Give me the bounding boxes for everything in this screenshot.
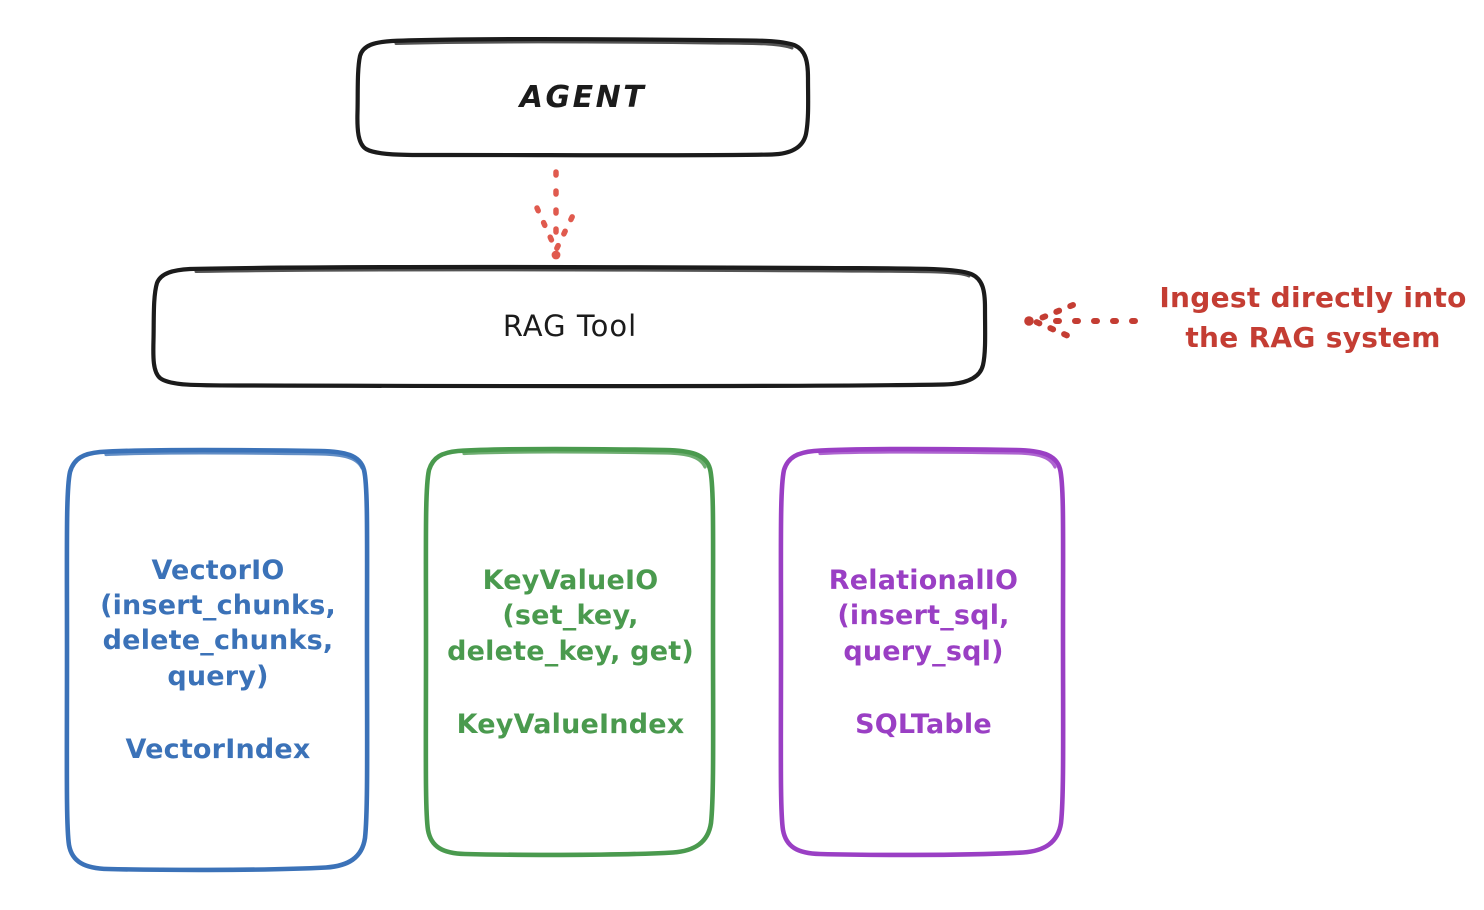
keyvalue-store-index-label: KeyValueIndex (456, 708, 685, 740)
agent-node-label: AGENT (519, 80, 647, 115)
relational-store-index-label: SQLTable (855, 708, 992, 740)
relational-store-label: RelationalIO (insert_sql, query_sql) SQL… (783, 450, 1064, 855)
relational-store-api-label: RelationalIO (insert_sql, query_sql) (828, 565, 1019, 667)
vector-store-label: VectorIO (insert_chunks, delete_chunks, … (68, 450, 368, 870)
ragtool-node-label: RAG Tool (502, 308, 638, 343)
keyvalue-store-api-label: KeyValueIO (set_key, delete_key, get) (447, 565, 694, 667)
keyvalue-store-label: KeyValueIO (set_key, delete_key, get) Ke… (428, 450, 713, 855)
agent-to-ragtool-arrow (534, 169, 580, 260)
vector-store-index-label: VectorIndex (125, 733, 311, 765)
ingest-annotation-text: Ingest directly into the RAG system (1159, 281, 1467, 354)
ingest-arrow (1024, 302, 1138, 341)
vector-store-api-label: VectorIO (insert_chunks, delete_chunks, … (100, 555, 336, 692)
